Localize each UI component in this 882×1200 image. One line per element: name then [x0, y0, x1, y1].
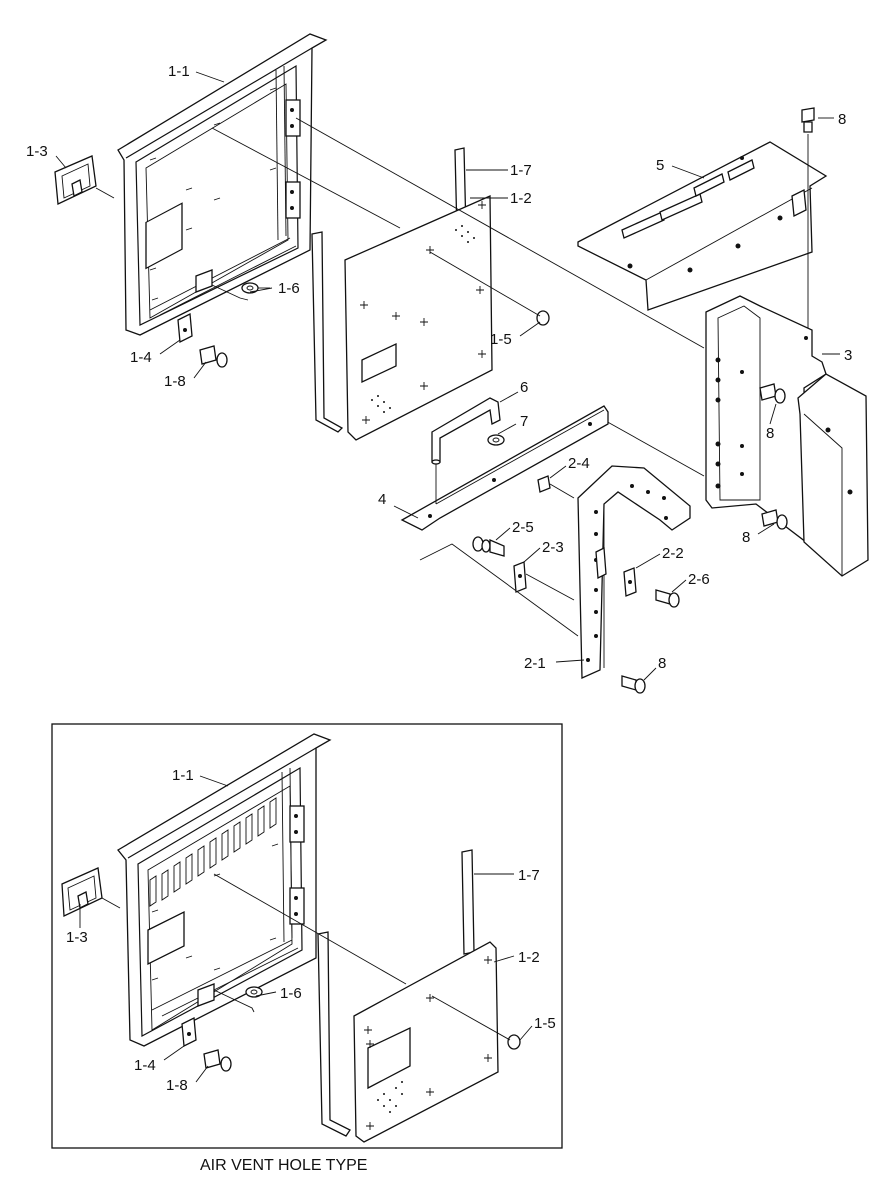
label-2-5: 2-5 [512, 519, 534, 536]
main-leader-lines [211, 117, 705, 637]
bracket-5 [577, 141, 828, 311]
clip-2-2 [595, 546, 637, 597]
inset-label-texts: 1-1 1-7 1-3 1-2 1-6 1-5 1-4 1-8 [66, 767, 556, 1094]
inset-caption: AIR VENT HOLE TYPE [200, 1157, 367, 1174]
bracket-2-1 [577, 465, 691, 679]
bolt-8-top [801, 107, 815, 336]
label-1-1: 1-1 [168, 63, 190, 80]
inset-latch-1-3 [61, 867, 121, 917]
label-1-5: 1-5 [490, 331, 512, 348]
label-2-1: 2-1 [524, 655, 546, 672]
grommet-7 [487, 434, 505, 446]
bolt-2-6 [655, 589, 680, 608]
inset-label-1-2: 1-2 [518, 949, 540, 966]
label-3: 3 [844, 347, 852, 364]
bolt-8-bottom [621, 675, 646, 694]
label-8-mid: 8 [766, 425, 774, 442]
label-1-8: 1-8 [164, 373, 186, 390]
inset-door-panel-1-1 [117, 733, 332, 1047]
grommet-1-6 [211, 282, 270, 301]
catch-1-4 [177, 312, 193, 344]
label-6: 6 [520, 379, 528, 396]
bolt-1-8 [199, 345, 228, 368]
inset-catch-1-4 [181, 1016, 197, 1048]
label-1-7: 1-7 [510, 162, 532, 179]
label-2-4: 2-4 [568, 455, 590, 472]
inset-label-1-8: 1-8 [166, 1077, 188, 1094]
air-vent-slots [149, 797, 277, 907]
inner-panel-1-2 [344, 195, 493, 441]
bolt-8-mid [759, 383, 786, 404]
inset-frame [51, 723, 563, 1149]
label-4: 4 [378, 491, 386, 508]
inset-callouts [79, 775, 533, 1083]
inset-leader-lines [213, 873, 511, 1041]
inset-label-1-4: 1-4 [134, 1057, 156, 1074]
bar-4 [400, 405, 609, 531]
knob-1-5 [536, 310, 550, 326]
label-5: 5 [656, 157, 664, 174]
label-2-3: 2-3 [542, 539, 564, 556]
side-bracket-3 [705, 295, 869, 577]
label-8-lower: 8 [742, 529, 750, 546]
inset-knob-1-5 [507, 1034, 521, 1050]
label-7: 7 [520, 413, 528, 430]
main-label-texts: 1-1 1-3 1-7 1-2 5 8 1-6 1-4 1-8 1-5 3 8 … [26, 63, 852, 672]
label-2-2: 2-2 [662, 545, 684, 562]
inset-bolt-1-8 [203, 1049, 232, 1072]
inset-label-1-3: 1-3 [66, 929, 88, 946]
bolt-2-5 [472, 536, 505, 557]
inset-label-1-7: 1-7 [518, 867, 540, 884]
door-panel-1-1 [117, 33, 328, 336]
main-callouts [55, 71, 840, 681]
clip-2-3 [513, 561, 575, 601]
latch-1-3 [54, 155, 115, 205]
bolt-2-4 [537, 475, 575, 499]
label-1-3: 1-3 [26, 143, 48, 160]
label-8-bottom: 8 [658, 655, 666, 672]
bolt-8-lower [761, 509, 788, 530]
label-8-top: 8 [838, 111, 846, 128]
label-1-6: 1-6 [278, 280, 300, 297]
inset-label-1-6: 1-6 [280, 985, 302, 1002]
inset-label-1-5: 1-5 [534, 1015, 556, 1032]
inset-grommet-1-6 [213, 986, 263, 1013]
inset-inner-panel-1-2 [353, 941, 499, 1143]
label-1-2: 1-2 [510, 190, 532, 207]
label-1-4: 1-4 [130, 349, 152, 366]
label-2-6: 2-6 [688, 571, 710, 588]
handle-6 [431, 397, 501, 465]
inset-label-1-1: 1-1 [172, 767, 194, 784]
